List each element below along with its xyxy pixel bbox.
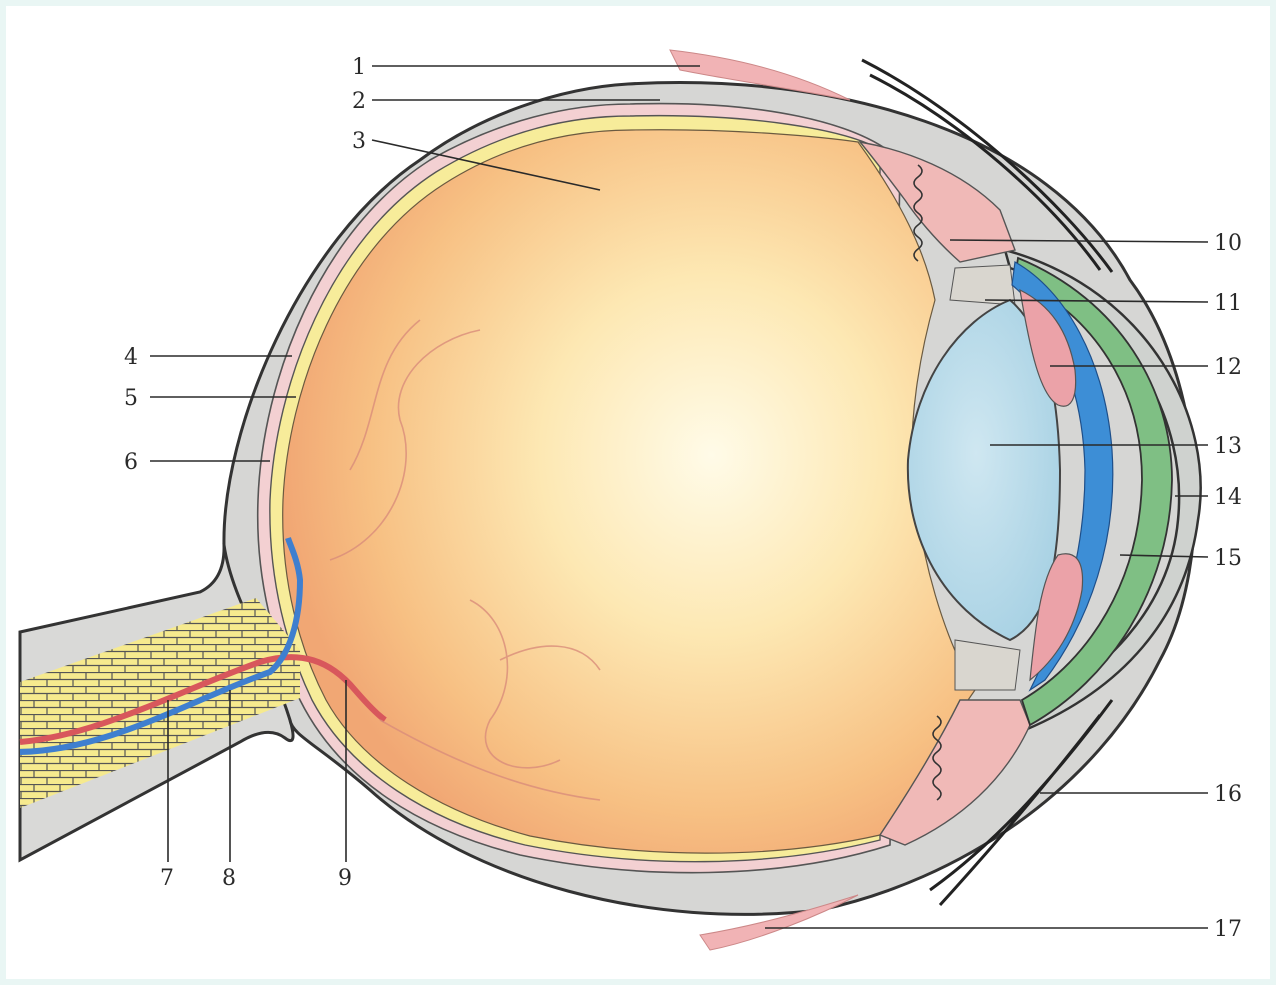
- label-6: 6: [124, 450, 138, 475]
- label-13: 13: [1214, 434, 1242, 459]
- label-15: 15: [1214, 546, 1242, 571]
- label-9: 9: [338, 866, 352, 891]
- label-16: 16: [1214, 782, 1242, 807]
- label-2: 2: [352, 89, 366, 114]
- label-12: 12: [1214, 355, 1242, 380]
- label-14: 14: [1214, 485, 1242, 510]
- label-10: 10: [1214, 231, 1242, 256]
- label-3: 3: [352, 129, 366, 154]
- label-1: 1: [352, 55, 366, 80]
- label-7: 7: [160, 866, 174, 891]
- vitreous-body: [283, 130, 975, 853]
- label-17: 17: [1214, 917, 1242, 942]
- label-8: 8: [222, 866, 236, 891]
- label-5: 5: [124, 386, 138, 411]
- label-11: 11: [1214, 291, 1242, 316]
- zonule-fibers-top: [950, 265, 1015, 305]
- label-4: 4: [124, 345, 138, 370]
